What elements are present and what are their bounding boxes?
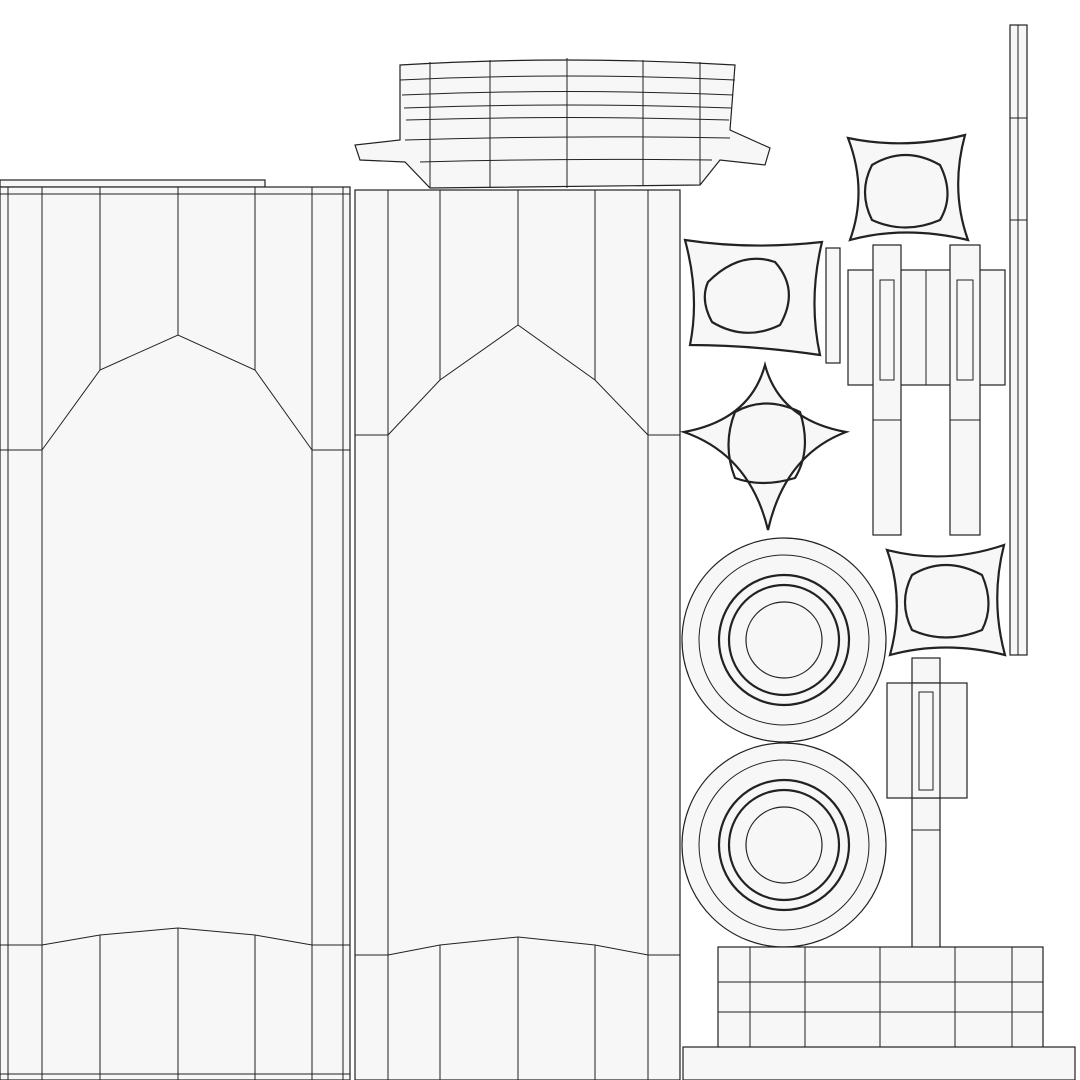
uv-island-flower-2 [679,360,851,531]
uv-island-left-panel [0,179,351,1080]
uv-island-crown [354,58,771,189]
uv-island-ring-1 [681,537,887,743]
uv-island-flower-1 [683,238,841,364]
uv-island-middle-panel [354,189,681,1080]
uv-island-bars [847,24,1028,656]
uv-island-flower-3 [846,133,970,242]
uv-island-flower-4 [885,543,1007,657]
uv-island-ring-2 [681,742,887,948]
uv-island-post [886,657,968,949]
uv-island-base [682,946,1076,1080]
